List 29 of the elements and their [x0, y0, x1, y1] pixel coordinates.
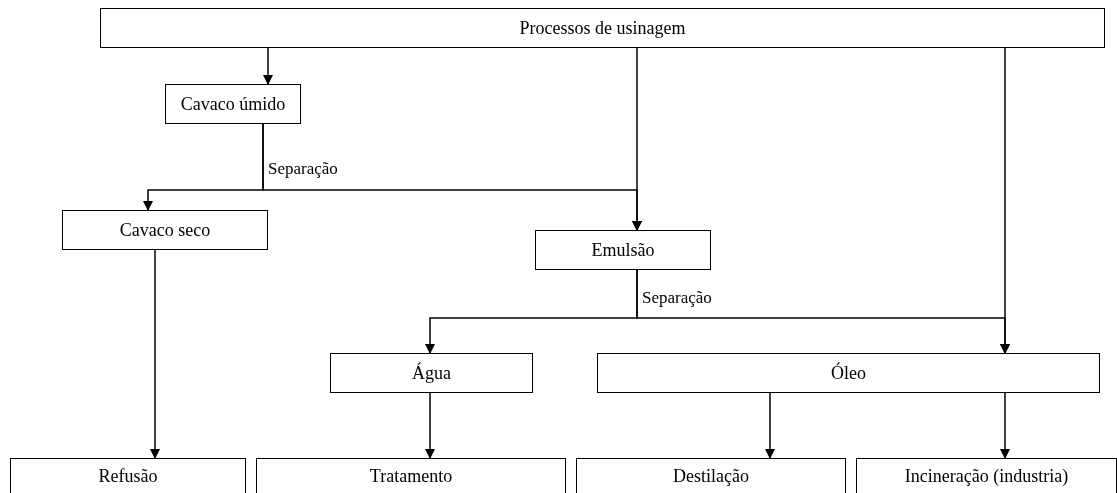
- arrow: [765, 392, 775, 459]
- process-box: [165, 84, 301, 124]
- box-label: Emulsão: [591, 239, 655, 261]
- box-label: Processos de usinagem: [519, 17, 686, 39]
- box-label: Destilação: [673, 466, 749, 487]
- arrow: [150, 249, 160, 459]
- process-box: [576, 458, 846, 493]
- box-label: Cavaco úmido: [180, 93, 286, 115]
- process-box: [256, 458, 566, 493]
- box-label: Refusão: [98, 466, 158, 487]
- process-box: [100, 8, 1105, 48]
- box-label: Óleo: [831, 362, 866, 384]
- process-box: [856, 458, 1117, 493]
- box-label: Incineração (industria): [904, 466, 1069, 487]
- process-box: [597, 353, 1100, 393]
- arrow: [1000, 392, 1010, 459]
- box-label: Água: [412, 362, 451, 384]
- arrow: [263, 47, 273, 85]
- process-box: [62, 210, 268, 250]
- box-label: Tratamento: [369, 466, 453, 487]
- process-box: [330, 353, 533, 393]
- arrow: [425, 392, 435, 459]
- edge-label: Separação: [640, 289, 714, 307]
- edge-label: Separação: [266, 160, 340, 178]
- process-box: [535, 230, 711, 270]
- arrow: [632, 47, 642, 231]
- arrow: [636, 269, 1010, 354]
- box-label: Cavaco seco: [119, 219, 211, 241]
- process-box: [10, 458, 246, 493]
